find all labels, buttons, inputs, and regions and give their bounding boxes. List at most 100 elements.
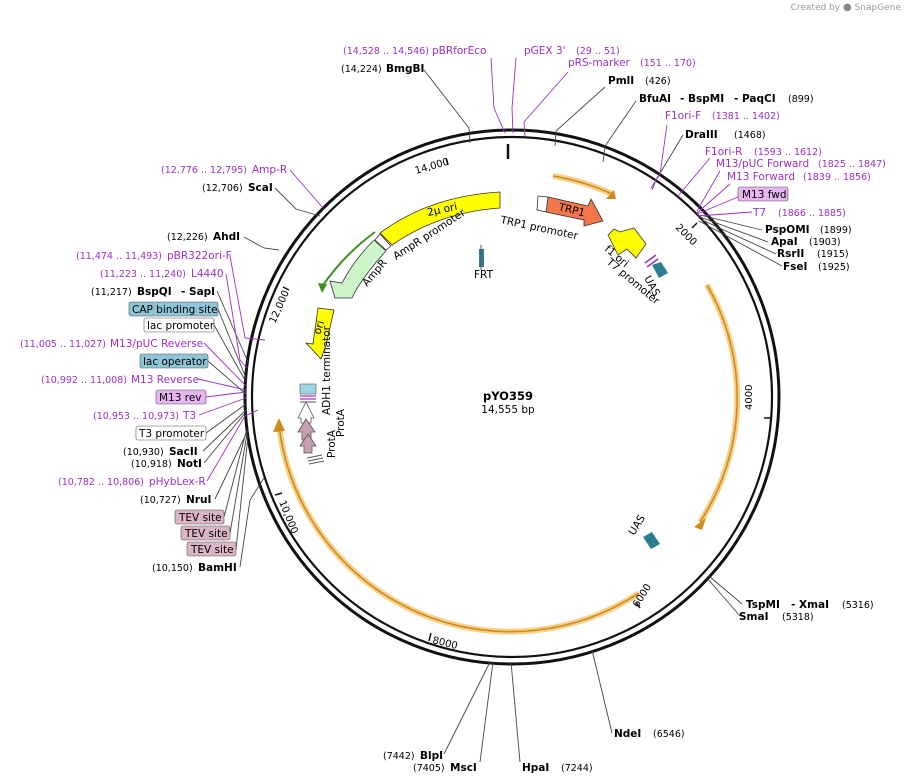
primer-pos-m13pucfwd: (1825 .. 1847)	[818, 159, 886, 170]
leader-bmgbi	[423, 69, 471, 144]
primer-pos-m13reverse: (10,992 .. 11,008)	[41, 375, 127, 386]
primer-name-l4440: L4440	[191, 268, 224, 280]
tick-12000: 12,000	[268, 289, 292, 325]
site-name-hpai: HpaI	[522, 762, 549, 774]
primer-name-m13pucfwd: M13/pUC Forward	[716, 158, 809, 170]
prota-arrow-1	[297, 418, 316, 441]
leader-m13fwdbox	[696, 196, 739, 215]
orf-arc-top-line	[552, 175, 613, 195]
orf-arrowhead-right	[694, 518, 706, 530]
primer-name-m13reverse: M13 Reverse	[131, 374, 199, 386]
leader-pbr322ori	[229, 255, 266, 341]
primer-name-f1orir: F1ori-R	[705, 146, 742, 158]
leader-t3pro	[205, 403, 247, 434]
leader-tev1	[223, 431, 247, 518]
tev-site-box-1	[174, 509, 225, 525]
leader-m13revbox	[205, 391, 247, 398]
uas-bottom-shape	[643, 532, 660, 549]
site-name-bamhi: BamHI	[198, 562, 237, 574]
site-pos-bmgbi: (14,224)	[341, 64, 382, 75]
primer-name-f1orif: F1ori-F	[665, 110, 701, 122]
m13-rev-box	[155, 389, 207, 405]
site-pos-psppomi: (1899)	[820, 225, 852, 236]
site-pos-apai: (1903)	[809, 237, 841, 248]
tev-site-box-2	[180, 525, 231, 541]
t7-promoter-mark-b	[646, 258, 659, 268]
lac-promoter-box	[143, 317, 215, 333]
site-name-bspqi: BspQI	[137, 286, 172, 298]
credit-brand: SnapGene	[854, 3, 901, 13]
leader-m13pucrev	[203, 342, 247, 387]
t3-promoter-label: T3 promoter	[138, 428, 205, 440]
leader-tev3	[235, 435, 249, 550]
leader-tev2	[229, 433, 248, 534]
site-name-tspmi: TspMI	[746, 599, 780, 611]
prota-white-arrow	[297, 401, 315, 424]
primer-name-pbr322ori: pBR322ori-F	[167, 250, 232, 262]
site-pos-sacii: (10,930)	[123, 447, 164, 458]
t7-promoter-mark-a	[644, 254, 657, 264]
primer-name-phyblex: pHybLex-R	[149, 476, 206, 488]
tev-site-label-3: TEV site	[190, 544, 234, 556]
site-name-scai: ScaI	[248, 182, 273, 194]
site-pos-fsei: (1925)	[818, 262, 850, 273]
site-pos-rsrii: (1915)	[817, 249, 849, 260]
site-name-bfuai: BfuAI	[639, 93, 671, 105]
leader-ndei	[591, 649, 613, 734]
orf-arc-bottom-line	[278, 424, 640, 633]
leader-fsei	[698, 220, 783, 267]
leader-nrui	[214, 429, 249, 500]
tev-site-label-1: TEV site	[178, 512, 222, 524]
uas-top-shape	[652, 262, 668, 278]
primer-pos-f1orif: (1381 .. 1402)	[712, 111, 780, 122]
primer-pos-prsmarker: (151 .. 170)	[640, 58, 696, 69]
site-pos-smai: (5318)	[782, 612, 814, 623]
tick-14000-mark	[445, 157, 449, 166]
tick-6000-mark	[635, 601, 641, 609]
leader-psppomi	[699, 214, 763, 231]
m13-rev-box-label: M13 rev	[159, 392, 202, 404]
tev-site-label-2: TEV site	[184, 528, 228, 540]
site-name-nrui: NruI	[186, 494, 211, 506]
leader-t7	[697, 211, 753, 217]
ori-label: ori	[311, 319, 327, 336]
primer-pos-pbrforeco: (14,528 .. 14,546)	[343, 46, 429, 57]
leader-noti	[203, 411, 247, 464]
site-name-psppomi: PspOMI	[765, 224, 810, 236]
tick-8000-mark	[428, 632, 432, 642]
primer-name-pbrforeco: pBRforEco	[432, 45, 486, 57]
orf-arc-right-line	[699, 284, 738, 523]
site-pos-noti: (10,918)	[131, 459, 172, 470]
leader-pbrforeco	[490, 57, 506, 134]
site-name-ndei: NdeI	[614, 728, 641, 740]
tick-2000-mark	[691, 222, 698, 229]
leader-lines	[202, 69, 783, 763]
plasmid-length: 14,555 bp	[481, 404, 535, 416]
site-pos-scai: (12,706)	[202, 183, 243, 194]
ampr-arrow	[329, 239, 387, 299]
site-pos-ndei: (6546)	[653, 729, 685, 740]
ampr-line	[320, 231, 376, 289]
leader-pgex3	[511, 57, 517, 134]
site-name-bspmi: - BspMI	[680, 93, 724, 105]
two-mu-ori-arrow	[379, 191, 501, 246]
credit-prefix: Created by	[790, 3, 841, 13]
site-name-fsei: FseI	[783, 261, 807, 273]
tick-4000: 4000	[744, 385, 755, 410]
primer-name-pgex3: pGEX 3'	[524, 45, 566, 57]
t3-promoter-box	[135, 425, 207, 441]
primer-lines	[197, 57, 753, 482]
tev-mark-b	[307, 457, 324, 462]
leader-scai	[274, 187, 321, 217]
orf-arc-top	[552, 173, 614, 197]
leader-hpai	[510, 661, 521, 763]
trp1-promoter-label: TRP1 promoter	[498, 214, 579, 242]
leader-tspmi	[708, 575, 743, 605]
site-name-sapi: - SapI	[181, 286, 215, 298]
leader-m13fwd	[696, 183, 731, 214]
site-name-pmli: PmlI	[608, 75, 634, 87]
f1-ori-arrow	[607, 227, 647, 259]
site-name-smai: SmaI	[739, 611, 769, 623]
leader-t3	[198, 397, 247, 416]
